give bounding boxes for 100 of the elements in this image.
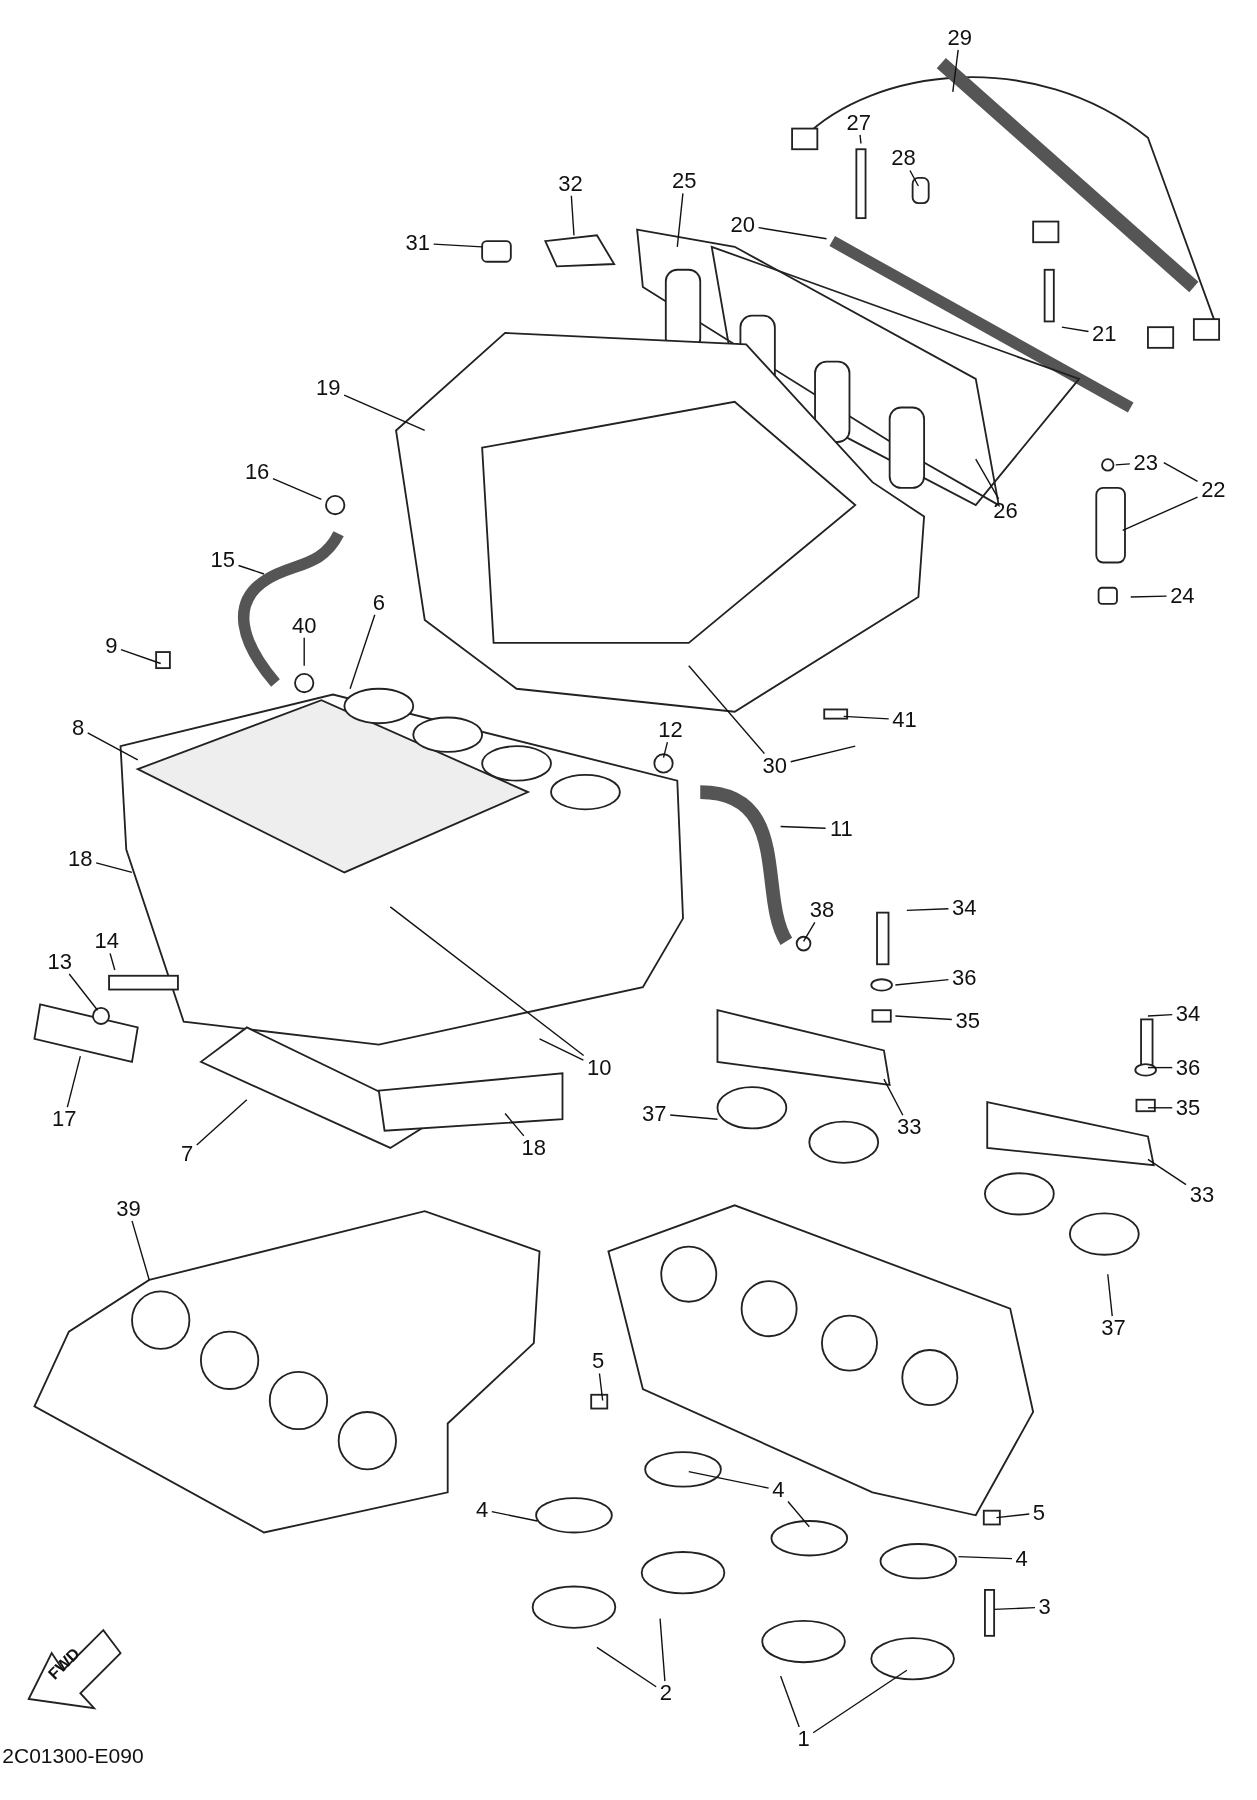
callout-number: 7 bbox=[181, 1142, 194, 1165]
leader-line bbox=[109, 952, 116, 971]
leader-line bbox=[87, 732, 139, 761]
leader-line bbox=[676, 192, 684, 248]
callout-number: 3 bbox=[1038, 1596, 1051, 1619]
leader-line bbox=[779, 825, 827, 829]
callout-number: 11 bbox=[830, 817, 853, 840]
callout-number: 33 bbox=[896, 1116, 922, 1139]
callout-number: 16 bbox=[244, 460, 270, 483]
leader-line bbox=[894, 978, 950, 986]
callout-number: 41 bbox=[892, 708, 917, 731]
callout-number: 36 bbox=[1175, 1056, 1201, 1079]
leader-line bbox=[883, 1078, 904, 1116]
leader-line bbox=[596, 1646, 657, 1688]
callout-number: 19 bbox=[316, 377, 341, 399]
leader-line bbox=[859, 134, 862, 145]
callout-number: 35 bbox=[955, 1009, 980, 1032]
callout-number: 17 bbox=[52, 1108, 77, 1131]
callout-number: 10 bbox=[587, 1056, 612, 1079]
callout-number: 15 bbox=[210, 549, 235, 572]
leader-line bbox=[995, 1513, 1030, 1519]
leader-line bbox=[538, 1038, 585, 1061]
callout-number: 13 bbox=[47, 950, 72, 973]
callout-number: 36 bbox=[952, 967, 977, 990]
leader-line bbox=[389, 906, 585, 1057]
leader-line bbox=[1147, 1013, 1173, 1017]
leader-line bbox=[95, 862, 133, 874]
leader-line bbox=[662, 741, 669, 759]
callout-number: 33 bbox=[1189, 1184, 1215, 1206]
callout-number: 4 bbox=[772, 1479, 785, 1502]
leader-line bbox=[757, 226, 828, 240]
callout-number: 21 bbox=[1092, 323, 1117, 346]
callout-number: 6 bbox=[372, 591, 385, 614]
leader-line bbox=[303, 637, 305, 667]
leader-line bbox=[1061, 326, 1090, 333]
callout-number: 14 bbox=[94, 930, 119, 953]
leader-line bbox=[272, 477, 323, 501]
leader-line bbox=[957, 1555, 1013, 1560]
callout-number: 34 bbox=[1175, 1002, 1201, 1025]
callout-number: 20 bbox=[730, 214, 755, 236]
leader-line bbox=[688, 1471, 770, 1489]
leader-line bbox=[659, 1617, 666, 1682]
callout-number: 34 bbox=[952, 897, 977, 919]
leader-line bbox=[349, 614, 376, 690]
leader-line bbox=[688, 665, 766, 755]
callout-number: 30 bbox=[762, 754, 788, 777]
leader-line bbox=[906, 908, 950, 912]
leader-line bbox=[909, 169, 920, 187]
callout-number: 9 bbox=[105, 635, 118, 658]
callout-number: 29 bbox=[947, 26, 972, 49]
callout-number: 2 bbox=[659, 1682, 672, 1705]
leader-line bbox=[1147, 1066, 1173, 1069]
callout-number: 31 bbox=[405, 232, 431, 255]
leader-line bbox=[1115, 463, 1131, 466]
callout-number: 26 bbox=[993, 499, 1018, 522]
leader-line bbox=[802, 921, 816, 943]
leader-line bbox=[952, 49, 959, 93]
leader-line bbox=[343, 394, 426, 432]
callout-number: 35 bbox=[1175, 1096, 1201, 1119]
callout-number: 4 bbox=[1015, 1547, 1028, 1570]
callout-number: 28 bbox=[891, 147, 916, 170]
leader-line bbox=[120, 648, 162, 665]
leader-line bbox=[196, 1099, 248, 1146]
leader-line bbox=[433, 243, 483, 248]
leader-line bbox=[1130, 595, 1168, 598]
leader-line bbox=[68, 973, 99, 1011]
leader-line bbox=[1107, 1273, 1113, 1317]
leader-line bbox=[1147, 1158, 1187, 1186]
leader-line bbox=[1122, 496, 1199, 532]
leader-line bbox=[790, 745, 856, 763]
leader-line bbox=[598, 1372, 604, 1402]
callout-number: 23 bbox=[1133, 451, 1158, 474]
leader-line bbox=[993, 1606, 1036, 1611]
leader-line bbox=[237, 564, 265, 575]
callout-number: 5 bbox=[1032, 1502, 1045, 1524]
leader-line bbox=[843, 715, 890, 720]
leader-line bbox=[66, 1055, 82, 1108]
leader-line bbox=[1147, 1107, 1173, 1109]
callout-number: 25 bbox=[671, 170, 697, 193]
callout-number: 32 bbox=[558, 172, 583, 195]
leader-line bbox=[504, 1112, 525, 1137]
callout-number: 39 bbox=[116, 1197, 141, 1220]
leader-line bbox=[1163, 461, 1199, 483]
callout-number: 5 bbox=[591, 1350, 605, 1373]
diagram-code: 2C01300-E090 bbox=[2, 1744, 144, 1767]
callout-number: 12 bbox=[658, 719, 683, 742]
callout-number: 37 bbox=[642, 1102, 667, 1125]
callout-number: 18 bbox=[521, 1136, 546, 1159]
callout-number: 8 bbox=[71, 716, 85, 739]
leader-line bbox=[669, 1114, 719, 1120]
leader-line bbox=[491, 1510, 538, 1522]
callout-number: 27 bbox=[846, 111, 871, 134]
callout-number: 37 bbox=[1101, 1317, 1126, 1340]
leader-line bbox=[975, 458, 1000, 500]
leader-line bbox=[894, 1015, 953, 1021]
leader-line bbox=[131, 1220, 150, 1281]
callout-number: 22 bbox=[1201, 479, 1226, 502]
leader-line bbox=[812, 1669, 908, 1734]
leader-line bbox=[570, 195, 575, 237]
callout-number: 40 bbox=[291, 614, 317, 637]
